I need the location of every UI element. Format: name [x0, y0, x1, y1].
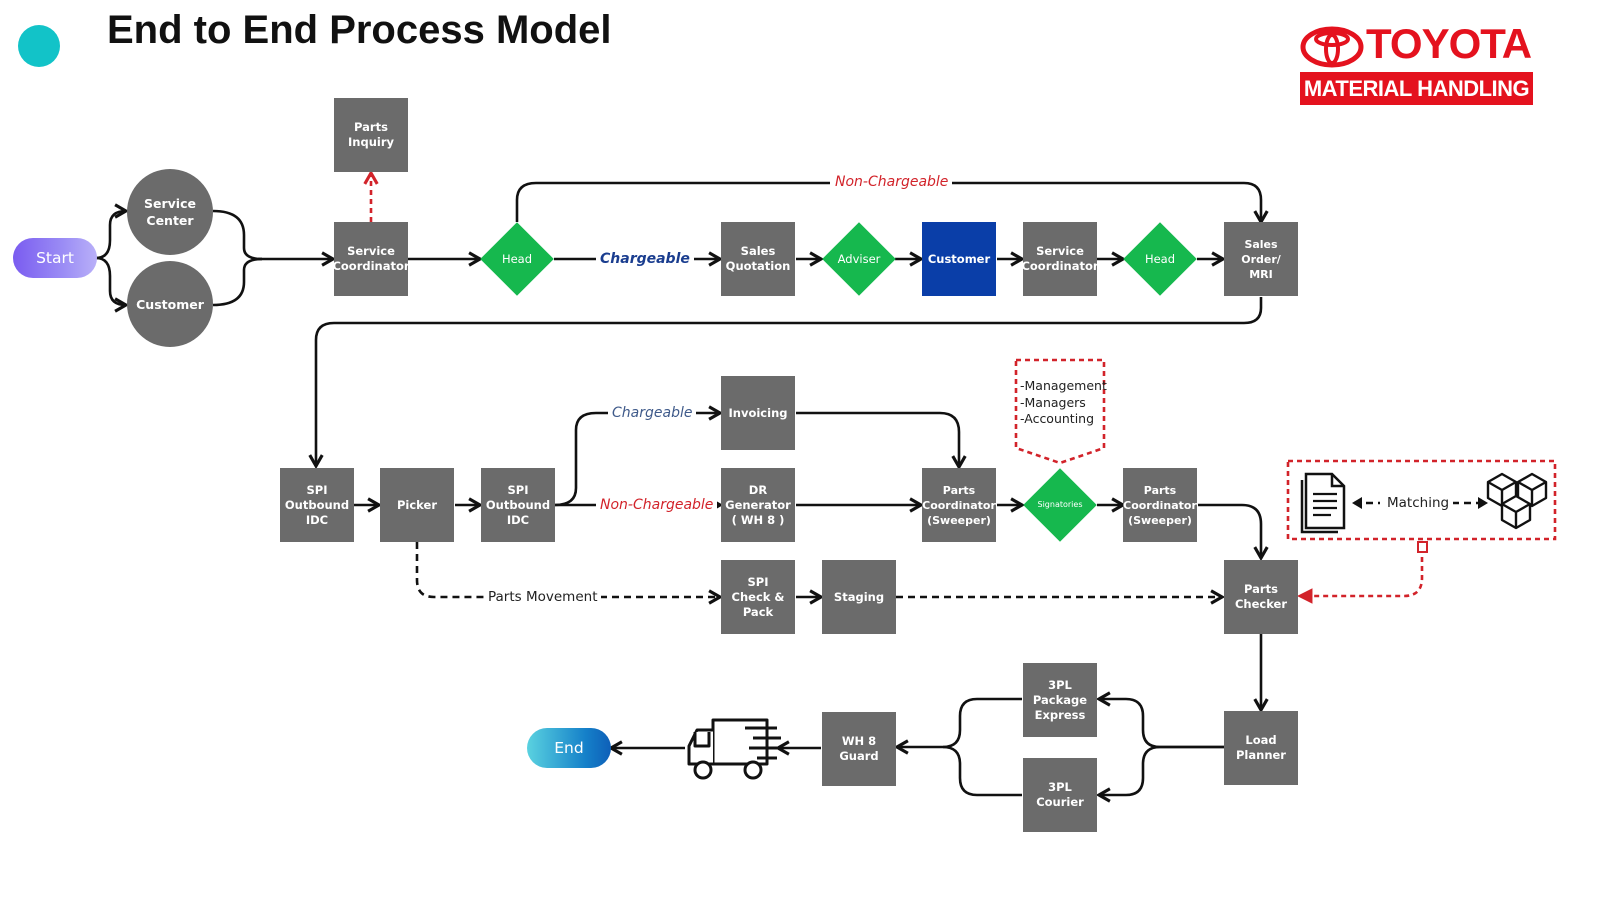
accent-dot [18, 25, 60, 67]
signatory-note-line: -Accounting [1020, 411, 1095, 426]
head-decision-1-label: Head [501, 252, 533, 266]
signatory-note-line: -Managers [1020, 394, 1086, 410]
parts-checker-node: Parts Checker [1224, 560, 1298, 634]
parts-coordinator-node-1: Parts Coordinator (Sweeper) [922, 468, 996, 542]
spi-outbound-node-2: SPI Outbound IDC [481, 468, 555, 542]
signatory-note: -Management -Managers -Accounting [1020, 378, 1107, 428]
chargeable-label-mid: Chargeable [608, 405, 697, 421]
parts-coordinator-node-2: Parts Coordinator (Sweeper) [1123, 468, 1197, 542]
logo-subtitle-bar: MATERIAL HANDLING [1300, 72, 1533, 105]
non-chargeable-label-top: Non-Chargeable [831, 174, 953, 190]
parts-movement-label: Parts Movement [484, 589, 602, 605]
logo-subtitle: MATERIAL HANDLING [1303, 76, 1530, 101]
signatory-note-line: -Management [1020, 378, 1107, 393]
boxes-icon [1486, 472, 1548, 530]
logo-wordmark: TOYOTA [1366, 20, 1532, 67]
signatories-decision-label: Signatories [1037, 500, 1083, 509]
service-center-node: Service Center [127, 169, 213, 255]
wh8-guard-node: WH 8 Guard [822, 712, 896, 786]
toyota-emblem-icon [1300, 26, 1364, 68]
chargeable-label-top: Chargeable [596, 251, 694, 267]
service-coordinator-node-1: Service Coordinator [332, 222, 410, 296]
tpl-courier-node: 3PL Courier [1023, 758, 1097, 832]
document-icon [1300, 472, 1346, 534]
end-terminal: End [527, 728, 611, 768]
customer-circle-node: Customer [127, 261, 213, 347]
picker-node: Picker [380, 468, 454, 542]
sales-quotation-node: Sales Quotation [721, 222, 795, 296]
parts-inquiry-node: Parts Inquiry [334, 98, 408, 172]
page-title: End to End Process Model [107, 8, 612, 52]
matching-label: Matching [1383, 495, 1454, 511]
tpl-package-express-node: 3PL Package Express [1023, 663, 1097, 737]
adviser-decision-label: Adviser [837, 252, 881, 266]
spi-check-pack-node: SPI Check & Pack [721, 560, 795, 634]
service-coordinator-node-2: Service Coordinator [1021, 222, 1099, 296]
start-terminal: Start [13, 238, 97, 278]
head-decision-2-label: Head [1144, 252, 1176, 266]
invoicing-node: Invoicing [721, 376, 795, 450]
dr-generator-node: DR Generator ( WH 8 ) [721, 468, 795, 542]
customer-box-node: Customer [922, 222, 996, 296]
staging-node: Staging [822, 560, 896, 634]
load-planner-node: Load Planner [1224, 711, 1298, 785]
sales-order-node: Sales Order/ MRI [1224, 222, 1298, 296]
spi-outbound-node-1: SPI Outbound IDC [280, 468, 354, 542]
truck-icon [687, 718, 781, 780]
non-chargeable-label-mid: Non-Chargeable [596, 497, 718, 513]
